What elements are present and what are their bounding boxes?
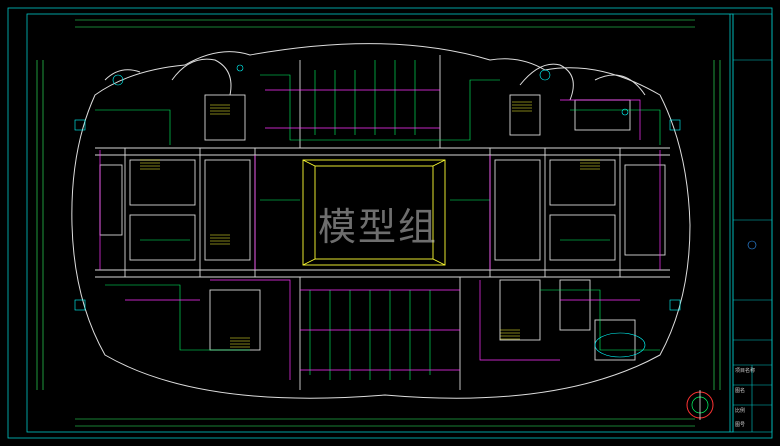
watermark-text: 模型组 <box>318 205 439 249</box>
title-block-drawing-label: 图名 <box>735 388 746 394</box>
circuit-runs <box>95 60 661 380</box>
title-block-sheet-label: 图号 <box>735 422 746 428</box>
stair-blocks <box>140 101 600 348</box>
left-dimension-ruler <box>36 60 44 390</box>
right-dimension-ruler <box>713 60 721 390</box>
central-hall <box>302 159 446 266</box>
north-arrow-symbol <box>686 390 714 420</box>
device-symbols <box>74 64 681 358</box>
bottom-dimension-ruler <box>75 418 695 427</box>
title-block-scale-label: 比例 <box>735 408 746 414</box>
top-dimension-ruler <box>75 19 695 28</box>
title-block <box>732 13 773 433</box>
conduit-runs <box>99 89 661 380</box>
building-outline <box>71 43 691 399</box>
title-block-project-label: 项目名称 <box>735 368 756 374</box>
